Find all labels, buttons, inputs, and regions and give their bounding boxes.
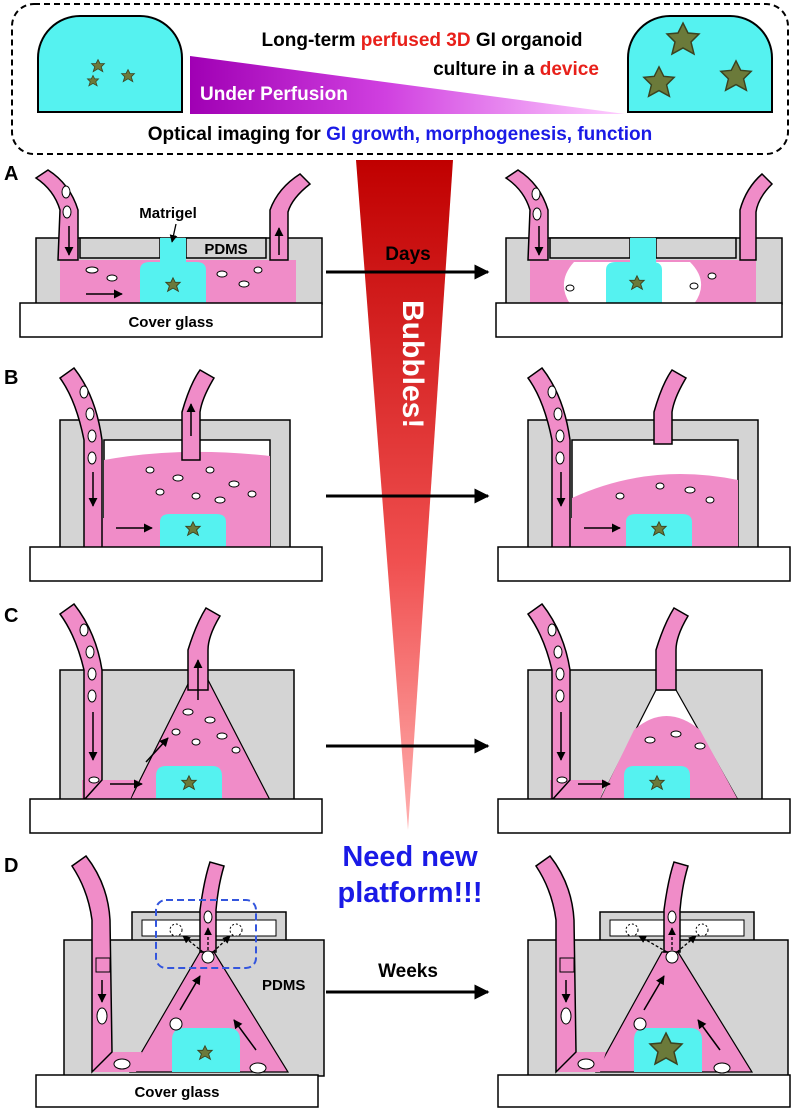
imaging-line: Optical imaging for GI growth, morphogen… — [148, 124, 653, 145]
need-new-line-1: Need new — [342, 841, 478, 873]
cover-glass-label-d: Cover glass — [134, 1084, 219, 1101]
pdms-label: PDMS — [204, 241, 247, 258]
under-perfusion-label: Under Perfusion — [200, 84, 348, 105]
large-organoid-dome — [627, 15, 773, 113]
perfusion-gradient-wedge — [190, 56, 625, 114]
cover-glass-label: Cover glass — [128, 314, 213, 331]
bubbles-label: Bubbles! — [396, 300, 429, 428]
title-line-1: Long-term perfused 3D GI organoid — [262, 30, 583, 51]
panel-a: A Cover glass Matrigel PDMS Days — [4, 163, 783, 338]
title-line-2: culture in a device — [433, 59, 599, 80]
header-box: Under Perfusion Long-term perfused 3D GI… — [11, 3, 789, 155]
pdms-label-d: PDMS — [262, 977, 305, 994]
small-organoid-dome — [37, 15, 183, 113]
panel-letter-a: A — [4, 163, 18, 185]
panel-letter-c: C — [4, 605, 18, 627]
weeks-label: Weeks — [378, 961, 438, 982]
panel-letter-b: B — [4, 367, 18, 389]
panel-b: B — [4, 366, 791, 582]
zoom-region-box — [155, 899, 257, 969]
need-new-line-2: platform!!! — [338, 877, 483, 909]
outlet-tube — [269, 173, 312, 261]
days-label: Days — [385, 244, 430, 265]
cover-glass — [19, 302, 323, 338]
matrigel-label: Matrigel — [139, 205, 197, 222]
panel-letter-d: D — [4, 855, 18, 877]
panel-d: D PDMS Cover glass Weeks — [4, 854, 791, 1108]
panel-c: C — [4, 602, 791, 834]
